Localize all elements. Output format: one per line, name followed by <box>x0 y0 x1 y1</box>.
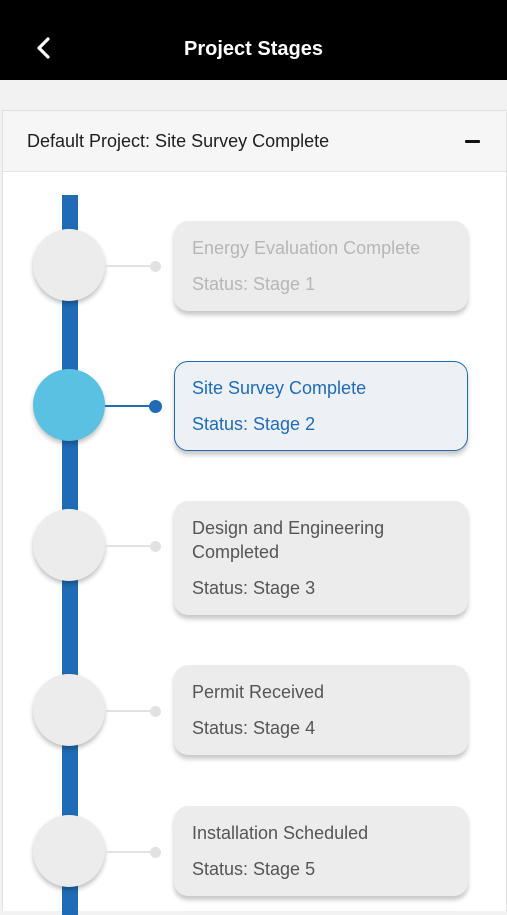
stage-node-1[interactable] <box>33 229 105 301</box>
stage-connector-1 <box>105 265 151 267</box>
stage-dot-3 <box>150 541 161 552</box>
stage-dot-5 <box>150 847 161 858</box>
stage-status: Status: Stage 1 <box>192 274 316 294</box>
stage-dot-1 <box>150 261 161 272</box>
stage-card-2[interactable]: Site Survey Complete Status: Stage 2 <box>174 361 468 451</box>
stage-node-3[interactable] <box>33 509 105 581</box>
stage-title: Installation Scheduled <box>192 823 369 843</box>
collapse-button[interactable] <box>460 129 484 153</box>
app-header: Project Stages <box>0 0 507 80</box>
stage-status: Status: Stage 2 <box>192 414 316 434</box>
stage-status: Status: Stage 4 <box>192 718 316 738</box>
stage-node-4[interactable] <box>33 674 105 746</box>
stage-card-4[interactable]: Permit Received Status: Stage 4 <box>174 665 468 755</box>
stage-card-1[interactable]: Energy Evaluation Complete Status: Stage… <box>174 221 468 311</box>
page-title: Project Stages <box>184 38 323 60</box>
stage-dot-4 <box>150 706 161 717</box>
chevron-left-icon <box>37 37 50 59</box>
stage-connector-2 <box>105 405 151 407</box>
minus-icon <box>464 139 480 143</box>
stage-connector-3 <box>105 545 151 547</box>
stage-title: Site Survey Complete <box>192 378 367 398</box>
project-title: Default Project: Site Survey Complete <box>27 131 330 151</box>
stage-title: Design and Engineering Completed <box>192 518 385 562</box>
stage-node-2[interactable] <box>33 369 105 441</box>
stage-connector-5 <box>105 851 151 853</box>
stage-connector-4 <box>105 710 151 712</box>
stage-card-3[interactable]: Design and Engineering Completed Status:… <box>174 501 468 615</box>
stage-title: Energy Evaluation Complete <box>192 238 421 258</box>
project-card-header[interactable]: Default Project: Site Survey Complete <box>3 111 506 172</box>
stage-node-5[interactable] <box>33 815 105 887</box>
stage-title: Permit Received <box>192 682 325 702</box>
back-button[interactable] <box>26 30 62 66</box>
stage-status: Status: Stage 5 <box>192 859 316 879</box>
stage-dot-2 <box>149 400 162 413</box>
stage-card-5[interactable]: Installation Scheduled Status: Stage 5 <box>174 806 468 896</box>
stage-status: Status: Stage 3 <box>192 578 316 598</box>
